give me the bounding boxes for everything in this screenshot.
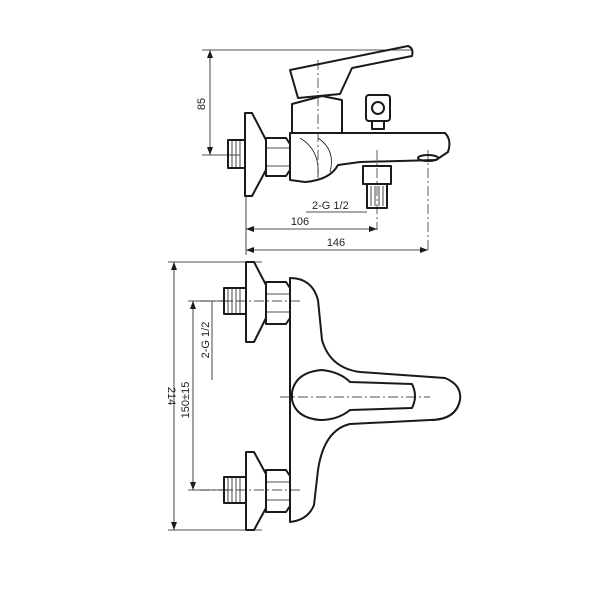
dimension-150-label: 150±15 <box>180 382 192 419</box>
dimension-106: 106 <box>245 196 377 255</box>
dimension-106-label: 106 <box>291 216 309 228</box>
dimension-thread-front: 2-G 1/2 <box>200 301 213 380</box>
front-mixer-body <box>289 277 462 523</box>
dimension-85: 85 <box>196 49 412 156</box>
front-upper-inlet <box>200 261 300 343</box>
side-inlet-thread <box>227 139 246 169</box>
side-handle-base <box>291 95 343 134</box>
dimension-214-label: 214 <box>165 387 177 405</box>
side-wall-flange <box>244 112 267 197</box>
front-view: 214 150±15 2-G 1/2 <box>165 261 462 531</box>
side-shower-outlet <box>362 150 392 230</box>
dimension-85-label: 85 <box>196 98 208 110</box>
thread-front-label: 2-G 1/2 <box>200 322 212 359</box>
side-diverter-knob <box>365 94 391 130</box>
dimension-146-label: 146 <box>327 237 345 249</box>
front-lever <box>291 369 416 421</box>
front-lower-inlet <box>200 451 300 531</box>
side-nut <box>265 137 291 177</box>
dimension-thread-top: 2-G 1/2 <box>306 200 367 213</box>
thread-top-label: 2-G 1/2 <box>312 200 349 212</box>
dimension-146: 146 <box>246 237 428 253</box>
side-body <box>289 132 451 183</box>
side-lever <box>289 45 414 99</box>
side-view: 85 <box>196 45 451 255</box>
